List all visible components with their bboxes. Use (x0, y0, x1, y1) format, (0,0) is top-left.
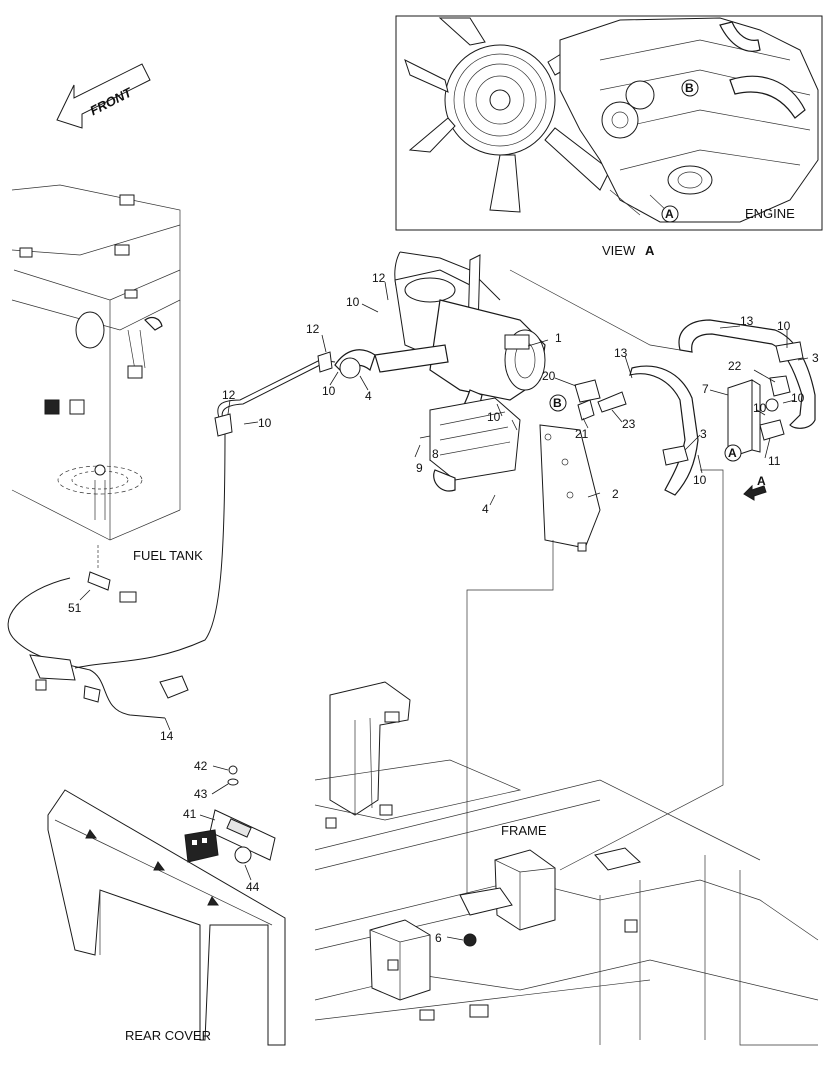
marker-b-engine: B (681, 79, 699, 97)
callout-12b: 12 (306, 322, 320, 336)
callout-42: 42 (194, 759, 208, 773)
fuel-tank-label: FUEL TANK (133, 548, 203, 563)
callout-43: 43 (194, 787, 208, 801)
heater-unit (334, 251, 601, 552)
view-letter: A (645, 243, 655, 258)
svg-text:A: A (728, 446, 737, 460)
view-a-inset: B A ENGINE (395, 15, 823, 231)
rear-cover (47, 789, 286, 1046)
callout-8: 8 (432, 447, 439, 461)
connector-lines (466, 269, 724, 910)
frame (314, 681, 819, 1046)
engine-block (559, 17, 819, 223)
fittings-20-21-23: B (549, 379, 627, 421)
callout-13b: 13 (614, 346, 628, 360)
panel-leaders (199, 765, 464, 941)
callout-22: 22 (728, 359, 742, 373)
callout-9: 9 (416, 461, 423, 475)
callout-6: 6 (435, 931, 442, 945)
frame-label: FRAME (501, 823, 547, 838)
callout-3a: 3 (812, 351, 819, 365)
svg-text:A: A (665, 207, 674, 221)
callout-10f: 10 (777, 319, 791, 333)
callout-numbers: 1 2 3 3 4 4 6 7 8 9 10 10 10 10 10 10 10… (68, 271, 819, 945)
harness (214, 351, 336, 437)
leader-lines (79, 281, 809, 731)
callout-20: 20 (542, 369, 556, 383)
engine-label: ENGINE (745, 206, 795, 221)
callout-7: 7 (702, 382, 709, 396)
callout-4b: 4 (482, 502, 489, 516)
callout-4a: 4 (365, 389, 372, 403)
callout-12a: 12 (372, 271, 386, 285)
coolant-hoses (629, 319, 816, 496)
callout-51: 51 (68, 601, 82, 615)
fuel-line (7, 429, 226, 719)
callout-10e: 10 (693, 473, 707, 487)
callout-21: 21 (575, 427, 589, 441)
callout-10h: 10 (791, 391, 805, 405)
view-label: VIEW (602, 243, 636, 258)
fuel-tank (11, 184, 181, 541)
svg-text:B: B (685, 81, 694, 95)
callout-44: 44 (246, 880, 260, 894)
callout-1: 1 (555, 331, 562, 345)
callout-2: 2 (612, 487, 619, 501)
bracket-7: A (724, 375, 791, 462)
callout-11: 11 (768, 454, 781, 468)
svg-text:B: B (553, 396, 562, 410)
switch-panel (184, 765, 276, 864)
callout-3b: 3 (700, 427, 707, 441)
rear-cover-label: REAR COVER (125, 1028, 211, 1043)
callout-14: 14 (160, 729, 174, 743)
view-a-arrow-icon: A (743, 474, 767, 501)
callout-10c: 10 (258, 416, 272, 430)
callout-13a: 13 (740, 314, 754, 328)
front-arrow-icon: FRONT (56, 63, 151, 129)
callout-10g: 10 (753, 401, 767, 415)
callout-10a: 10 (346, 295, 360, 309)
svg-text:A: A (757, 474, 766, 488)
callout-23: 23 (622, 417, 636, 431)
marker-a-engine: A (661, 205, 679, 223)
callout-41: 41 (183, 807, 197, 821)
callout-12c: 12 (222, 388, 236, 402)
callout-10d: 10 (487, 410, 501, 424)
callout-10b: 10 (322, 384, 336, 398)
